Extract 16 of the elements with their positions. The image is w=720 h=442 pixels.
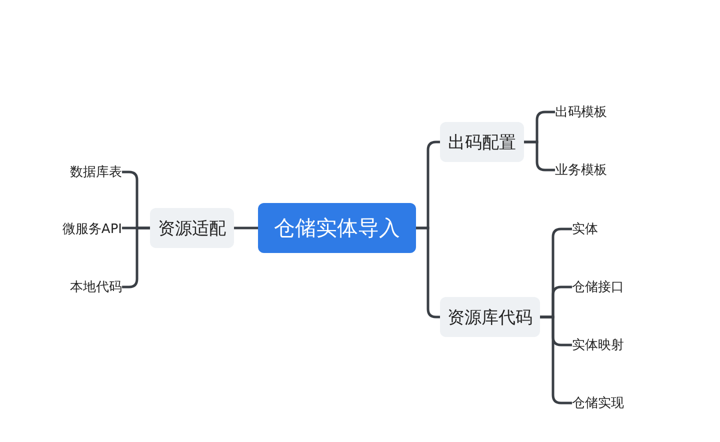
- central-topic-box: 仓储实体导入: [258, 203, 416, 253]
- connector-line: [416, 226, 440, 318]
- subtopic-label: 实体: [572, 219, 612, 239]
- subtopic-label: 数据库表: [54, 162, 122, 182]
- subtopic-label: 仓储接口: [572, 277, 636, 297]
- subtopic-label: 微服务API: [50, 219, 122, 239]
- subtopic-label: 仓储实现: [572, 393, 636, 413]
- subtopic-label: 本地代码: [54, 277, 122, 297]
- subtopic-label: 业务模板: [555, 160, 619, 180]
- topic-box: 资源适配: [150, 208, 234, 248]
- connector-line: [234, 226, 258, 230]
- topic-box: 出码配置: [440, 122, 524, 162]
- connector-line: [540, 316, 572, 404]
- subtopic-label: 实体映射: [572, 335, 636, 355]
- subtopic-label: 出码模板: [555, 102, 619, 122]
- topic-box: 资源库代码: [440, 297, 540, 337]
